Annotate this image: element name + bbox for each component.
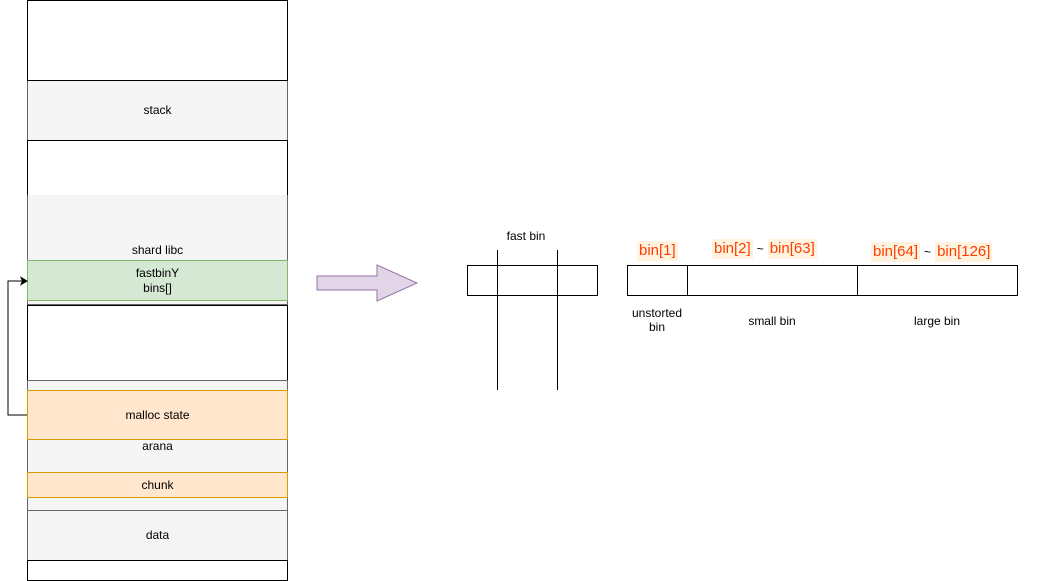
fastbin-bins-block: fastbinY bins[]: [27, 260, 288, 301]
elbow-connector-arrow-icon: [7, 276, 28, 416]
unsorted-bin-index: bin[1]: [637, 241, 678, 261]
large-bin-cell: [857, 265, 1018, 296]
unsorted-bin-label: unstorted bin: [627, 306, 687, 334]
bins-array-label: bins[]: [143, 280, 172, 295]
memory-gap-block-1: [27, 140, 288, 196]
stack-segment: stack: [27, 81, 288, 141]
small-bin-cell: [687, 265, 858, 296]
chunk-label: chunk: [141, 477, 174, 492]
memory-gap-block-2: [27, 305, 288, 381]
bin-126-label: bin[126]: [935, 242, 993, 262]
bin-2-label: bin[2]: [712, 239, 753, 259]
large-bin-label: large bin: [913, 314, 961, 328]
memory-top-block: [27, 0, 288, 81]
chunk-block: chunk: [27, 472, 288, 498]
fast-bin-title: fast bin: [506, 229, 546, 243]
data-label: data: [145, 528, 170, 542]
bin-1-label: bin[1]: [637, 241, 678, 261]
memory-bottom-block: [27, 560, 288, 581]
stack-label: stack: [143, 103, 172, 117]
malloc-state-label: malloc state: [125, 407, 190, 422]
unsorted-bin-cell: [627, 265, 688, 296]
small-bin-label: small bin: [748, 314, 796, 328]
small-bin-index-range: bin[2] ~ bin[63]: [712, 239, 817, 259]
fast-bin-divider-1: [497, 250, 498, 390]
arena-label: arana: [142, 439, 173, 453]
large-range-tilde: ~: [924, 245, 932, 259]
malloc-state-block: malloc state: [27, 390, 288, 440]
fast-bin-divider-2: [557, 250, 558, 390]
fast-bin-table: [467, 265, 598, 296]
unsorted-bin-label-line2: bin: [648, 320, 665, 334]
shard-libc-label: shard libc: [131, 243, 184, 257]
right-block-arrow-icon: [316, 264, 419, 302]
small-range-tilde: ~: [756, 242, 764, 256]
bin-64-label: bin[64]: [871, 242, 921, 262]
bin-63-label: bin[63]: [767, 239, 817, 259]
large-bin-index-range: bin[64] ~ bin[126]: [871, 242, 993, 262]
fastbin-label: fastbinY: [135, 265, 180, 280]
data-segment: data: [27, 510, 288, 561]
unsorted-bin-label-line1: unstorted: [631, 306, 683, 320]
